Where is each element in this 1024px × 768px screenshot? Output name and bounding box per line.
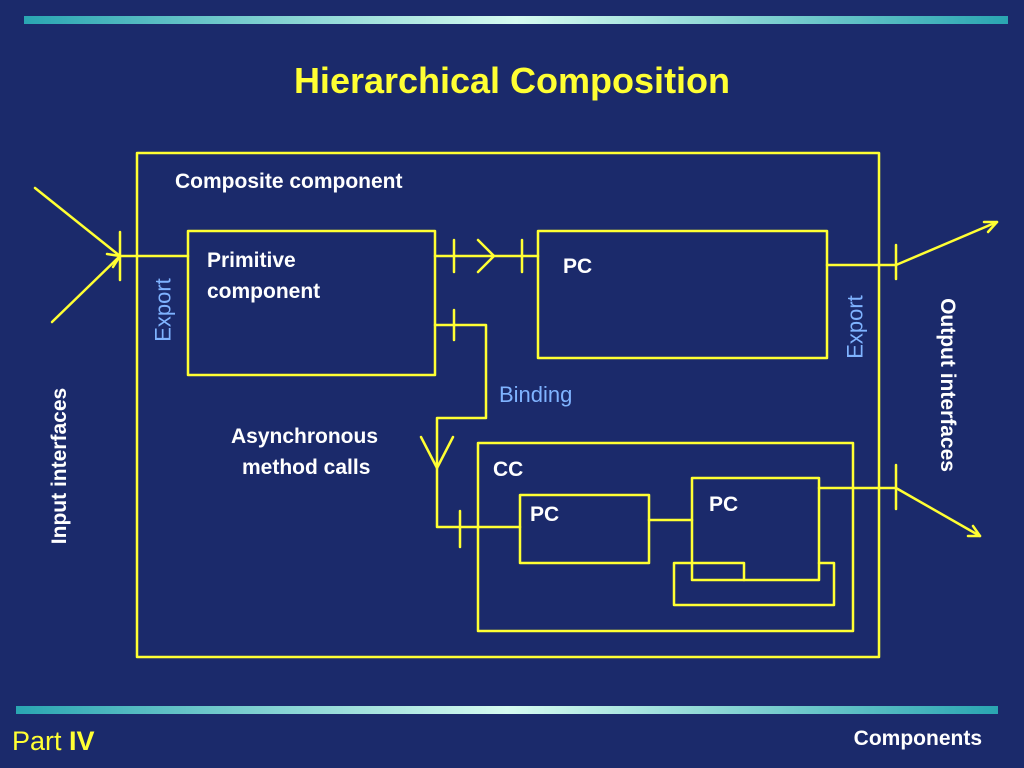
input-arrow-upper — [33, 186, 122, 258]
output-arrowhead-lower — [966, 524, 982, 538]
export-left-label: Export — [150, 278, 176, 342]
async-calls-label-line2: method calls — [242, 456, 371, 479]
pc-inner-right-box — [690, 476, 821, 582]
primitive-component-label-line2: component — [207, 280, 321, 303]
input-interfaces-label: Input interfaces — [47, 387, 71, 545]
pc-inner-right-label: PC — [709, 493, 739, 516]
async-call-arrowhead-top — [476, 238, 496, 274]
output-arrowhead-upper — [982, 220, 999, 234]
cc-label: CC — [493, 458, 524, 481]
pc-top-label: PC — [563, 255, 593, 278]
composite-component-label: Composite component — [175, 170, 403, 193]
pc-inner-left-box — [518, 493, 651, 565]
binding-path — [433, 323, 522, 529]
footer-part-prefix: Part — [12, 726, 62, 756]
pc-inner-left-label: PC — [530, 503, 560, 526]
top-divider-bar — [24, 16, 1008, 24]
primitive-component-box — [186, 229, 437, 377]
async-call-arrowhead-binding — [419, 435, 455, 470]
primitive-component-label-line1: Primitive — [207, 249, 296, 272]
input-arrow-lower — [50, 254, 122, 324]
inner-pc-loop — [672, 561, 836, 607]
slide-title: Hierarchical Composition — [293, 60, 731, 101]
bottom-divider-bar — [16, 706, 998, 714]
composite-component-box — [135, 151, 881, 659]
footer-part-indicator: Part IV — [12, 726, 95, 757]
cc-box — [476, 441, 855, 633]
output-arrow-lower — [894, 486, 982, 538]
binding-label: Binding — [499, 382, 573, 407]
export-right-label: Export — [842, 295, 868, 359]
footer-section-label: Components — [853, 727, 982, 750]
async-calls-label-line1: Asynchronous — [231, 425, 379, 448]
pc-top-box — [536, 229, 829, 360]
output-interfaces-label: Output interfaces — [936, 298, 960, 472]
footer-part-number: IV — [69, 726, 95, 756]
output-arrow-upper — [894, 220, 999, 267]
